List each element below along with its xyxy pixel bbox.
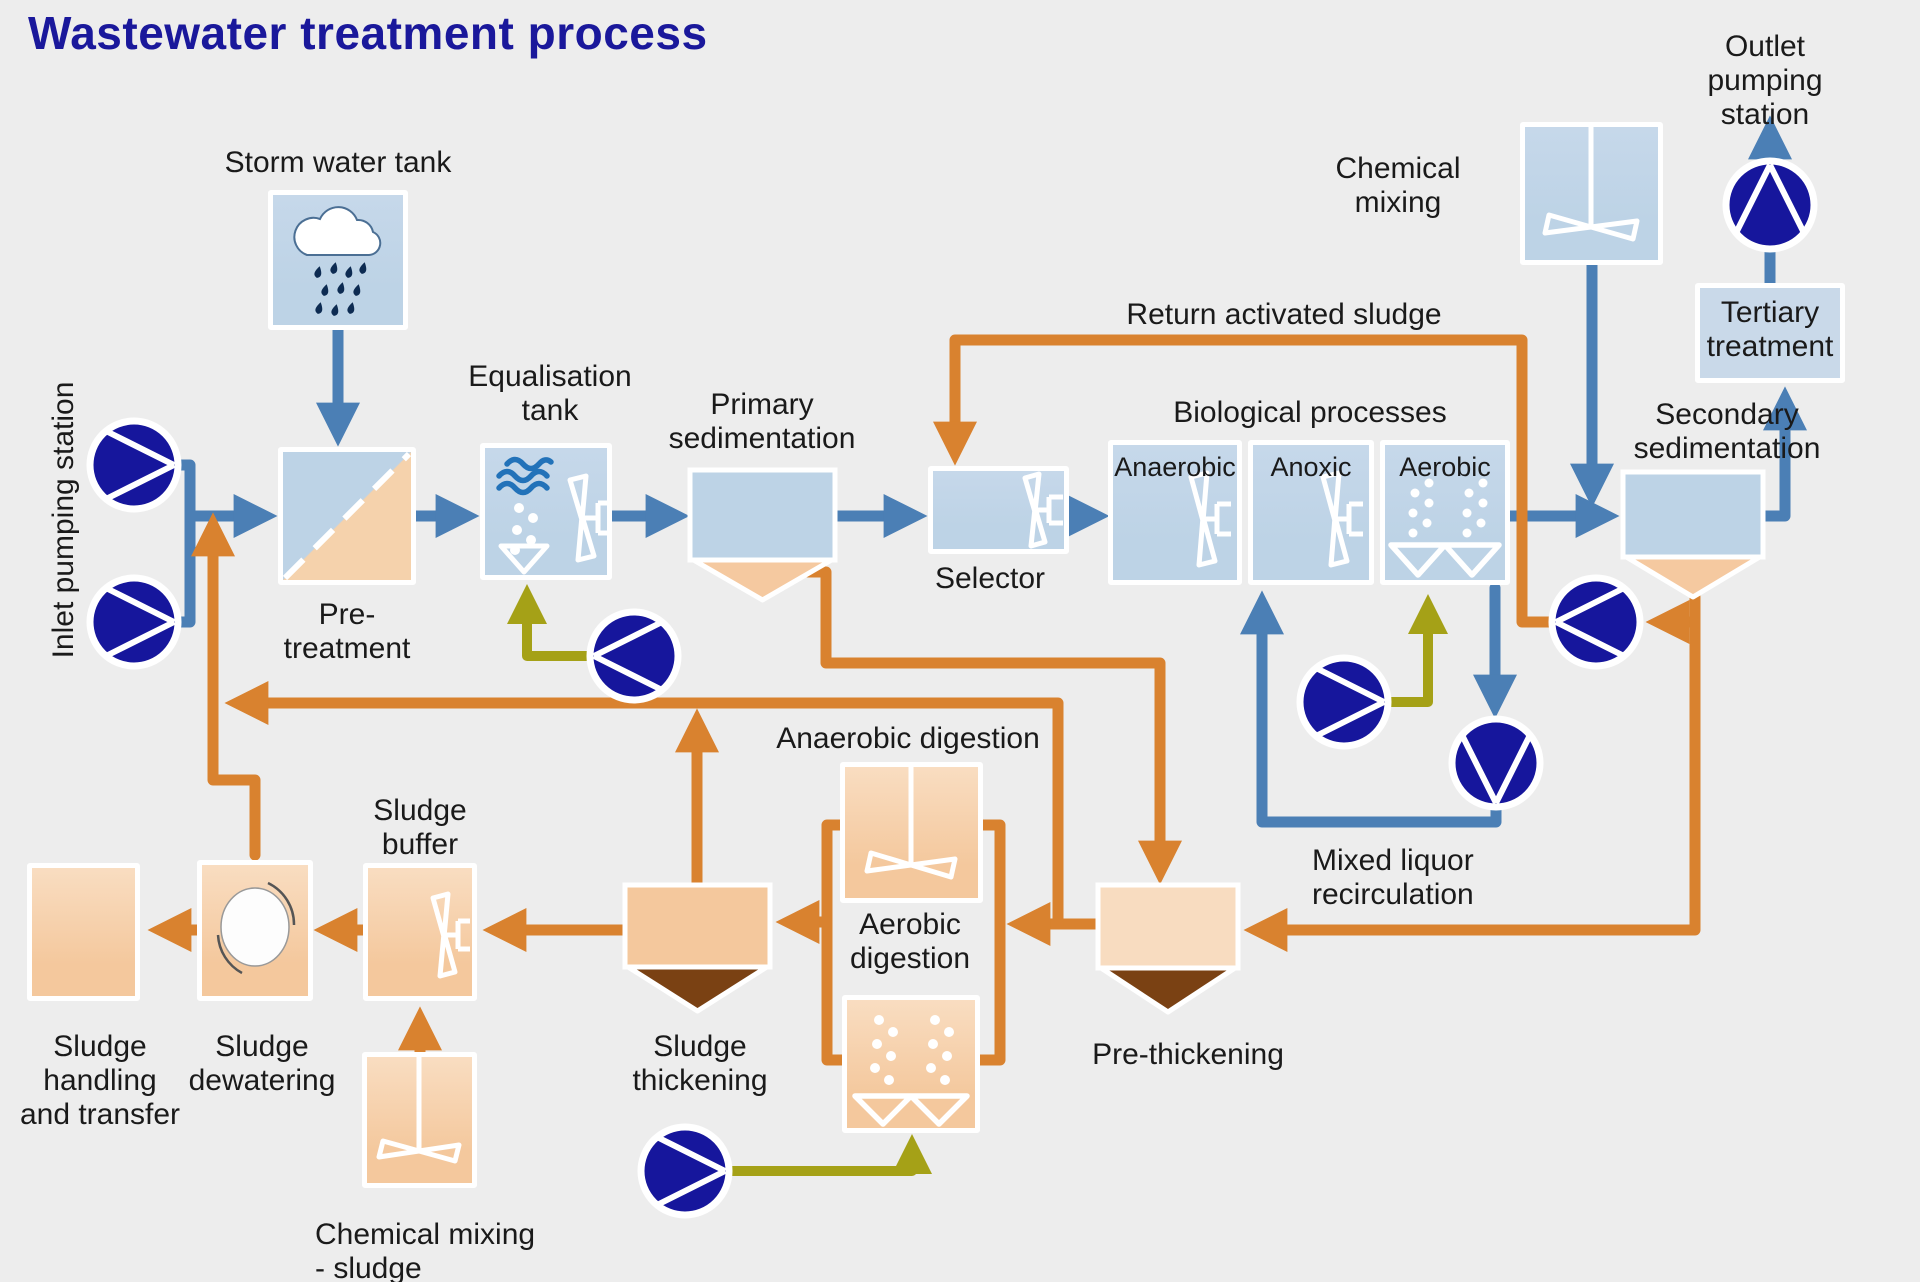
tertiary-treatment-label: Tertiary treatment bbox=[1706, 296, 1834, 364]
sludge-buffer-label: Sludge buffer bbox=[373, 794, 467, 862]
primary-sedimentation-label: Primary sedimentation bbox=[668, 388, 856, 456]
secondary-sedimentation-tank bbox=[1620, 469, 1766, 600]
biological-processes-label: Biological processes bbox=[1173, 396, 1447, 429]
return-activated-sludge-line bbox=[933, 334, 1558, 628]
waste-sludge-to-prethickening bbox=[1243, 591, 1701, 952]
stirrer-icon bbox=[1542, 127, 1640, 242]
aerobic-digestion-tank bbox=[842, 995, 980, 1133]
anoxic-label: Anoxic bbox=[1270, 452, 1352, 482]
anaerobic-digestion-label: Anaerobic digestion bbox=[776, 722, 1040, 755]
pre-thickening-tank bbox=[1095, 882, 1241, 1015]
sludge-dewatering-label: Sludge dewatering bbox=[188, 1030, 336, 1098]
equalisation-tank bbox=[480, 443, 612, 580]
mlr-pump-icon bbox=[1448, 715, 1544, 811]
sludge-handling-tank bbox=[27, 863, 140, 1001]
pre-treatment-tank bbox=[278, 447, 416, 585]
diagonal-divider-icon bbox=[283, 452, 411, 580]
stirrer-icon bbox=[864, 767, 958, 880]
outlet-pump-icon bbox=[1722, 157, 1818, 253]
chemical-mixing-tank bbox=[1520, 122, 1663, 265]
chemical-mixing-label: Chemical mixing bbox=[1335, 152, 1461, 220]
sludge-dewatering-unit bbox=[197, 860, 313, 1001]
chemical-mixing-sludge-tank bbox=[362, 1052, 477, 1188]
aerobic-digestion-label: Aerobic digestion bbox=[849, 908, 971, 976]
outlet-pumping-label: Outlet pumping station bbox=[1707, 30, 1823, 132]
return-to-headworks bbox=[191, 512, 261, 861]
bubbles-icon bbox=[870, 1015, 954, 1085]
mixer-icon bbox=[1022, 471, 1063, 549]
digester-right-bracket bbox=[974, 819, 1006, 1066]
equalisation-icons bbox=[496, 456, 607, 575]
waves-icon bbox=[496, 456, 554, 496]
diffuser-icon bbox=[852, 1093, 970, 1127]
mixed-liquor-label: Mixed liquor recirculation bbox=[1312, 844, 1474, 912]
selector-tank bbox=[928, 466, 1069, 554]
mixer-icon bbox=[567, 473, 607, 563]
air-to-aerobic-digestion bbox=[722, 1134, 932, 1176]
mixer-icon bbox=[430, 891, 470, 979]
anaerobic-digestion-tank bbox=[840, 762, 983, 903]
supernatant-return-line bbox=[224, 681, 1064, 930]
mixer-icon bbox=[1320, 470, 1363, 568]
sludge-thickening-tank bbox=[622, 882, 773, 1014]
pre-treatment-label: Pre- treatment bbox=[283, 598, 411, 666]
rain-cloud-icon bbox=[293, 206, 382, 316]
stirrer-icon bbox=[376, 1057, 462, 1164]
chemical-mixing-sludge-label: Chemical mixing - sludge bbox=[315, 1218, 536, 1282]
secondary-sedimentation-label: Secondary sedimentation bbox=[1633, 398, 1821, 466]
tertiary-treatment bbox=[1695, 283, 1845, 383]
hopper-icon bbox=[498, 543, 550, 575]
pre-thickening-label: Pre-thickening bbox=[1092, 1038, 1284, 1071]
aerobic-tank bbox=[1380, 440, 1510, 585]
air-to-aerobic bbox=[1383, 594, 1448, 707]
inlet-pump-manifold bbox=[173, 459, 196, 628]
diffuser-icon bbox=[1388, 542, 1502, 578]
storm-tank-label: Storm water tank bbox=[224, 146, 452, 179]
mlr-blower-icon bbox=[1296, 654, 1392, 750]
anaerobic-tank bbox=[1108, 440, 1242, 585]
inlet-pumping-label: Inlet pumping station bbox=[47, 381, 80, 659]
anoxic-tank bbox=[1248, 440, 1374, 585]
anaerobic-label: Anaerobic bbox=[1114, 452, 1236, 482]
aeration-icons bbox=[1388, 478, 1502, 578]
storm-water-tank bbox=[268, 190, 408, 330]
equalisation-blower-icon bbox=[586, 608, 682, 704]
aeration-icons bbox=[852, 1015, 970, 1127]
digestion-blower-icon bbox=[637, 1123, 733, 1219]
mixer-icon bbox=[1188, 470, 1231, 568]
inlet-pump-icon bbox=[86, 574, 182, 670]
equalisation-label: Equalisation tank bbox=[468, 360, 632, 428]
aerobic-label: Aerobic bbox=[1399, 452, 1491, 482]
sludge-buffer-tank bbox=[363, 863, 477, 1001]
flow-secondary-to-tertiary bbox=[1757, 386, 1807, 522]
mlr-loop-to-anoxic bbox=[1240, 590, 1502, 828]
sludge-thickening-label: Sludge thickening bbox=[632, 1030, 768, 1098]
air-to-equalisation bbox=[507, 584, 595, 661]
primary-sludge-line bbox=[802, 566, 1182, 885]
centrifuge-icon bbox=[216, 881, 296, 975]
inlet-pump-icon bbox=[86, 417, 182, 513]
return-sludge-label: Return activated sludge bbox=[1126, 298, 1442, 331]
page-title: Wastewater treatment process bbox=[28, 7, 708, 59]
primary-sedimentation-tank bbox=[687, 467, 838, 603]
bubbles-icon bbox=[1408, 478, 1488, 538]
sludge-handling-label: Sludge handling and transfer bbox=[19, 1030, 181, 1132]
rain-drops bbox=[314, 262, 367, 316]
ras-pump-icon bbox=[1548, 574, 1644, 670]
selector-label: Selector bbox=[934, 562, 1046, 595]
bubbles-icon bbox=[510, 503, 538, 555]
